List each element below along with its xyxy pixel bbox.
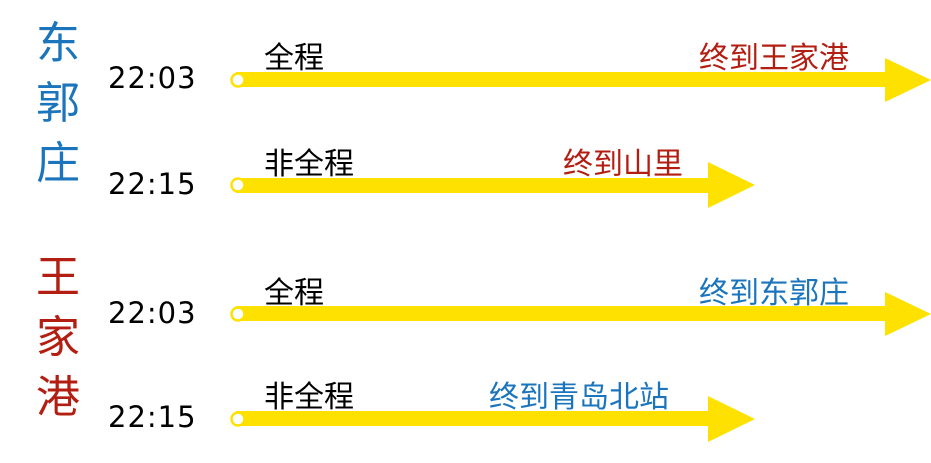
service-type: 全程 bbox=[264, 276, 324, 311]
destination-label: 终到王家港 bbox=[699, 41, 849, 76]
station-char: 王 bbox=[36, 252, 80, 303]
route-arrow-full bbox=[230, 58, 931, 102]
service-type: 非全程 bbox=[264, 380, 354, 415]
departure-time: 22:15 bbox=[108, 400, 197, 434]
station-char: 庄 bbox=[36, 138, 80, 189]
route-arrow-short bbox=[230, 396, 755, 442]
station-name-west: 王 家 港 bbox=[28, 248, 88, 428]
departure-time: 22:03 bbox=[108, 61, 197, 95]
station-char: 家 bbox=[36, 312, 80, 363]
station-char: 港 bbox=[36, 372, 80, 423]
departure-time: 22:15 bbox=[108, 167, 197, 201]
station-char: 东 bbox=[36, 18, 80, 69]
departure-time: 22:03 bbox=[108, 296, 197, 330]
service-type: 全程 bbox=[264, 41, 324, 76]
destination-label: 终到山里 bbox=[563, 147, 683, 182]
destination-label: 终到东郭庄 bbox=[699, 276, 849, 311]
destination-label: 终到青岛北站 bbox=[489, 380, 669, 415]
service-type: 非全程 bbox=[264, 147, 354, 182]
station-name-east: 东 郭 庄 bbox=[28, 14, 88, 194]
route-arrow-short bbox=[230, 162, 755, 208]
station-char: 郭 bbox=[36, 78, 80, 129]
route-arrow-full bbox=[230, 292, 931, 336]
